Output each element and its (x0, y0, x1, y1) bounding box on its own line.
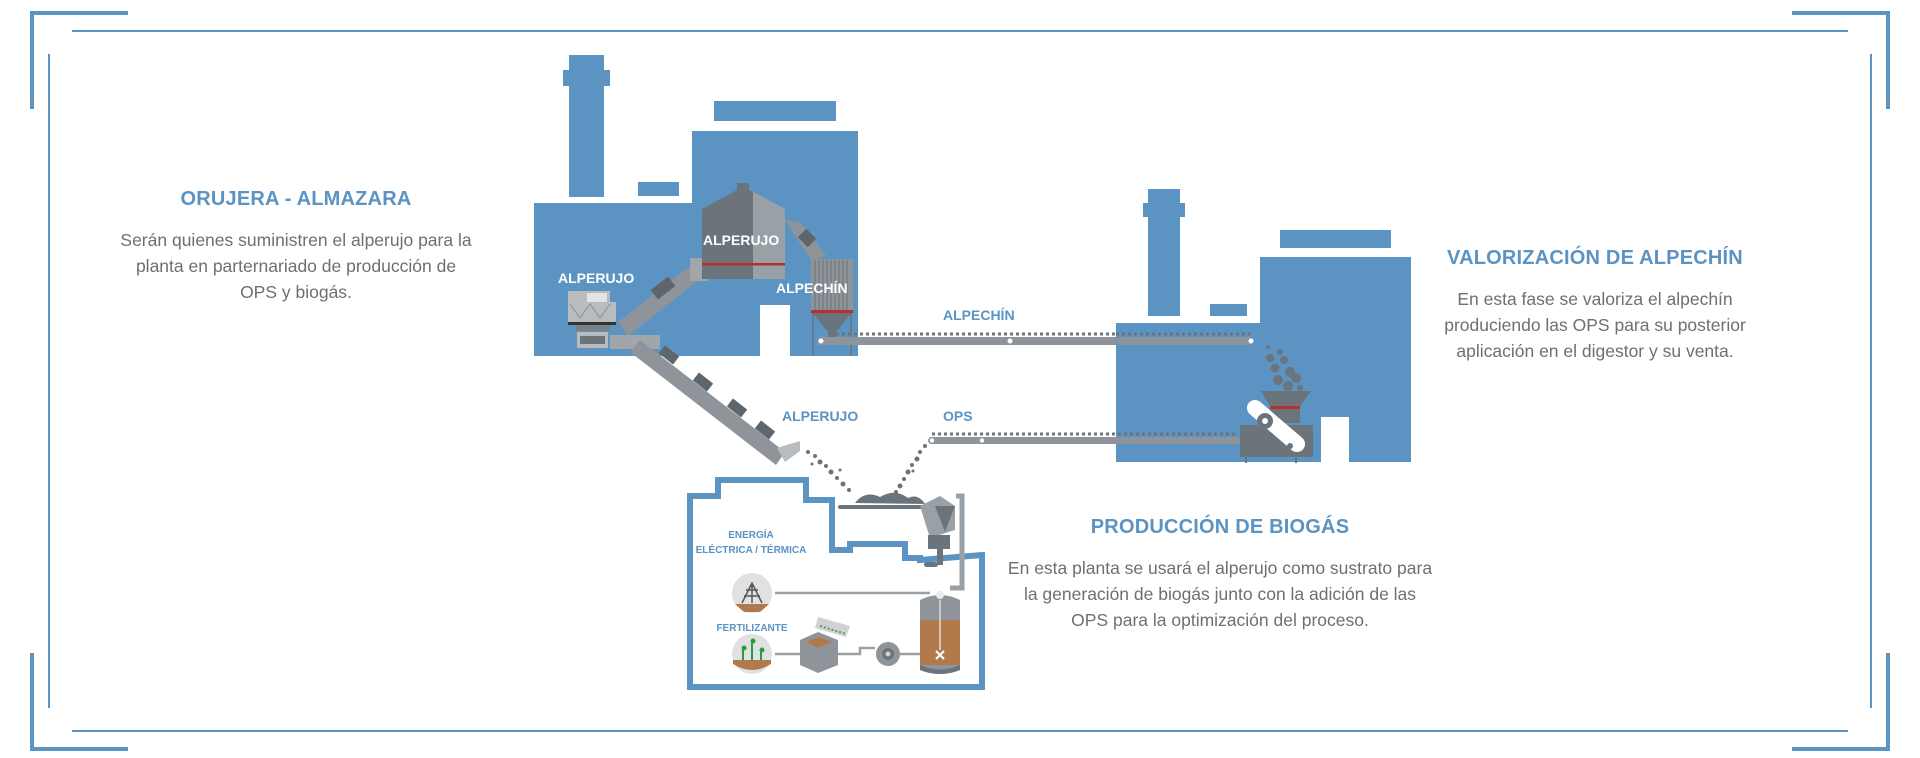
alpechin-title: VALORIZACIÓN DE ALPECHÍN (1447, 247, 1743, 269)
factory-icon (1116, 257, 1411, 462)
frame-corner-bottom-left-v (30, 653, 34, 751)
alpechin-tank (811, 259, 853, 356)
conveyor-icon (610, 258, 800, 465)
label-energia: ENERGÍA (728, 528, 774, 541)
biogas-title: PRODUCCIÓN DE BIOGÁS (1090, 516, 1350, 538)
silo-icon (702, 183, 826, 279)
label-alperujo-silo: ALPERUJO (703, 232, 779, 248)
crusher-icon (1240, 391, 1313, 463)
roof-panel (1280, 230, 1391, 248)
orujera-description: Serán quienes suministren el alperujo pa… (120, 230, 472, 302)
gear-icon (1257, 413, 1273, 429)
pump-icon (876, 642, 900, 666)
label-alperujo-machine: ALPERUJO (558, 270, 634, 286)
factory-2 (1116, 189, 1411, 462)
frame-line-left (48, 54, 50, 708)
pile-tray (838, 492, 933, 509)
ops-falling-pieces (1266, 345, 1303, 391)
label-alperujo-chute: ALPERUJO (782, 408, 858, 424)
biogas-section: PRODUCCIÓN DE BIOGÁS En esta planta se u… (1005, 516, 1435, 633)
frame-corner-bottom-right-v (1886, 653, 1890, 751)
frame-corner-top-right-h (1792, 11, 1890, 15)
factory-door (760, 305, 790, 356)
orujera-section: ORUJERA - ALMAZARA Serán quienes suminis… (116, 188, 476, 305)
frame-line-right (1870, 54, 1872, 708)
alperujo-machine (568, 291, 616, 348)
factory-door (1321, 417, 1349, 462)
label-energia-type: ELÉCTRICA / TÉRMICA (696, 543, 807, 556)
alpechin-description: En esta fase se valoriza el alpechín pro… (1444, 289, 1746, 361)
chimney-cap (563, 70, 610, 86)
digester-tank-icon (920, 591, 960, 674)
label-alpechin-conveyor: ALPECHÍN (943, 307, 1015, 323)
roof-vent (638, 182, 679, 196)
orujera-title: ORUJERA - ALMAZARA (180, 188, 412, 210)
label-ops-conveyor: OPS (943, 408, 973, 424)
alpechin-section: VALORIZACIÓN DE ALPECHÍN En esta fase se… (1430, 247, 1760, 364)
falling-particles (806, 444, 927, 494)
roof-panel (714, 101, 836, 121)
factory-icon (534, 131, 858, 356)
frame-corner-top-left-v (30, 11, 34, 109)
roof-vent (1210, 304, 1247, 316)
frame-corner-bottom-right-h (1792, 747, 1890, 751)
label-alpechin-tank: ALPECHÍN (776, 280, 848, 296)
hopper-icon (920, 493, 965, 591)
frame-corner-top-left-h (30, 11, 128, 15)
factory-1 (534, 55, 858, 356)
frame-line-bottom (72, 730, 1848, 732)
ops-conveyor (928, 432, 1240, 444)
frame-corner-bottom-left-h (30, 747, 128, 751)
compost-bin-icon (800, 617, 850, 673)
chimney-cap (1143, 203, 1185, 217)
power-tower-icon (732, 573, 772, 613)
biogas-description: En esta planta se usará el alperujo como… (1007, 558, 1433, 630)
frame-line-top (72, 30, 1848, 32)
label-fertilizante: FERTILIZANTE (716, 623, 787, 634)
frame-corner-top-right-v (1886, 11, 1890, 109)
sprout-icon (732, 634, 772, 674)
